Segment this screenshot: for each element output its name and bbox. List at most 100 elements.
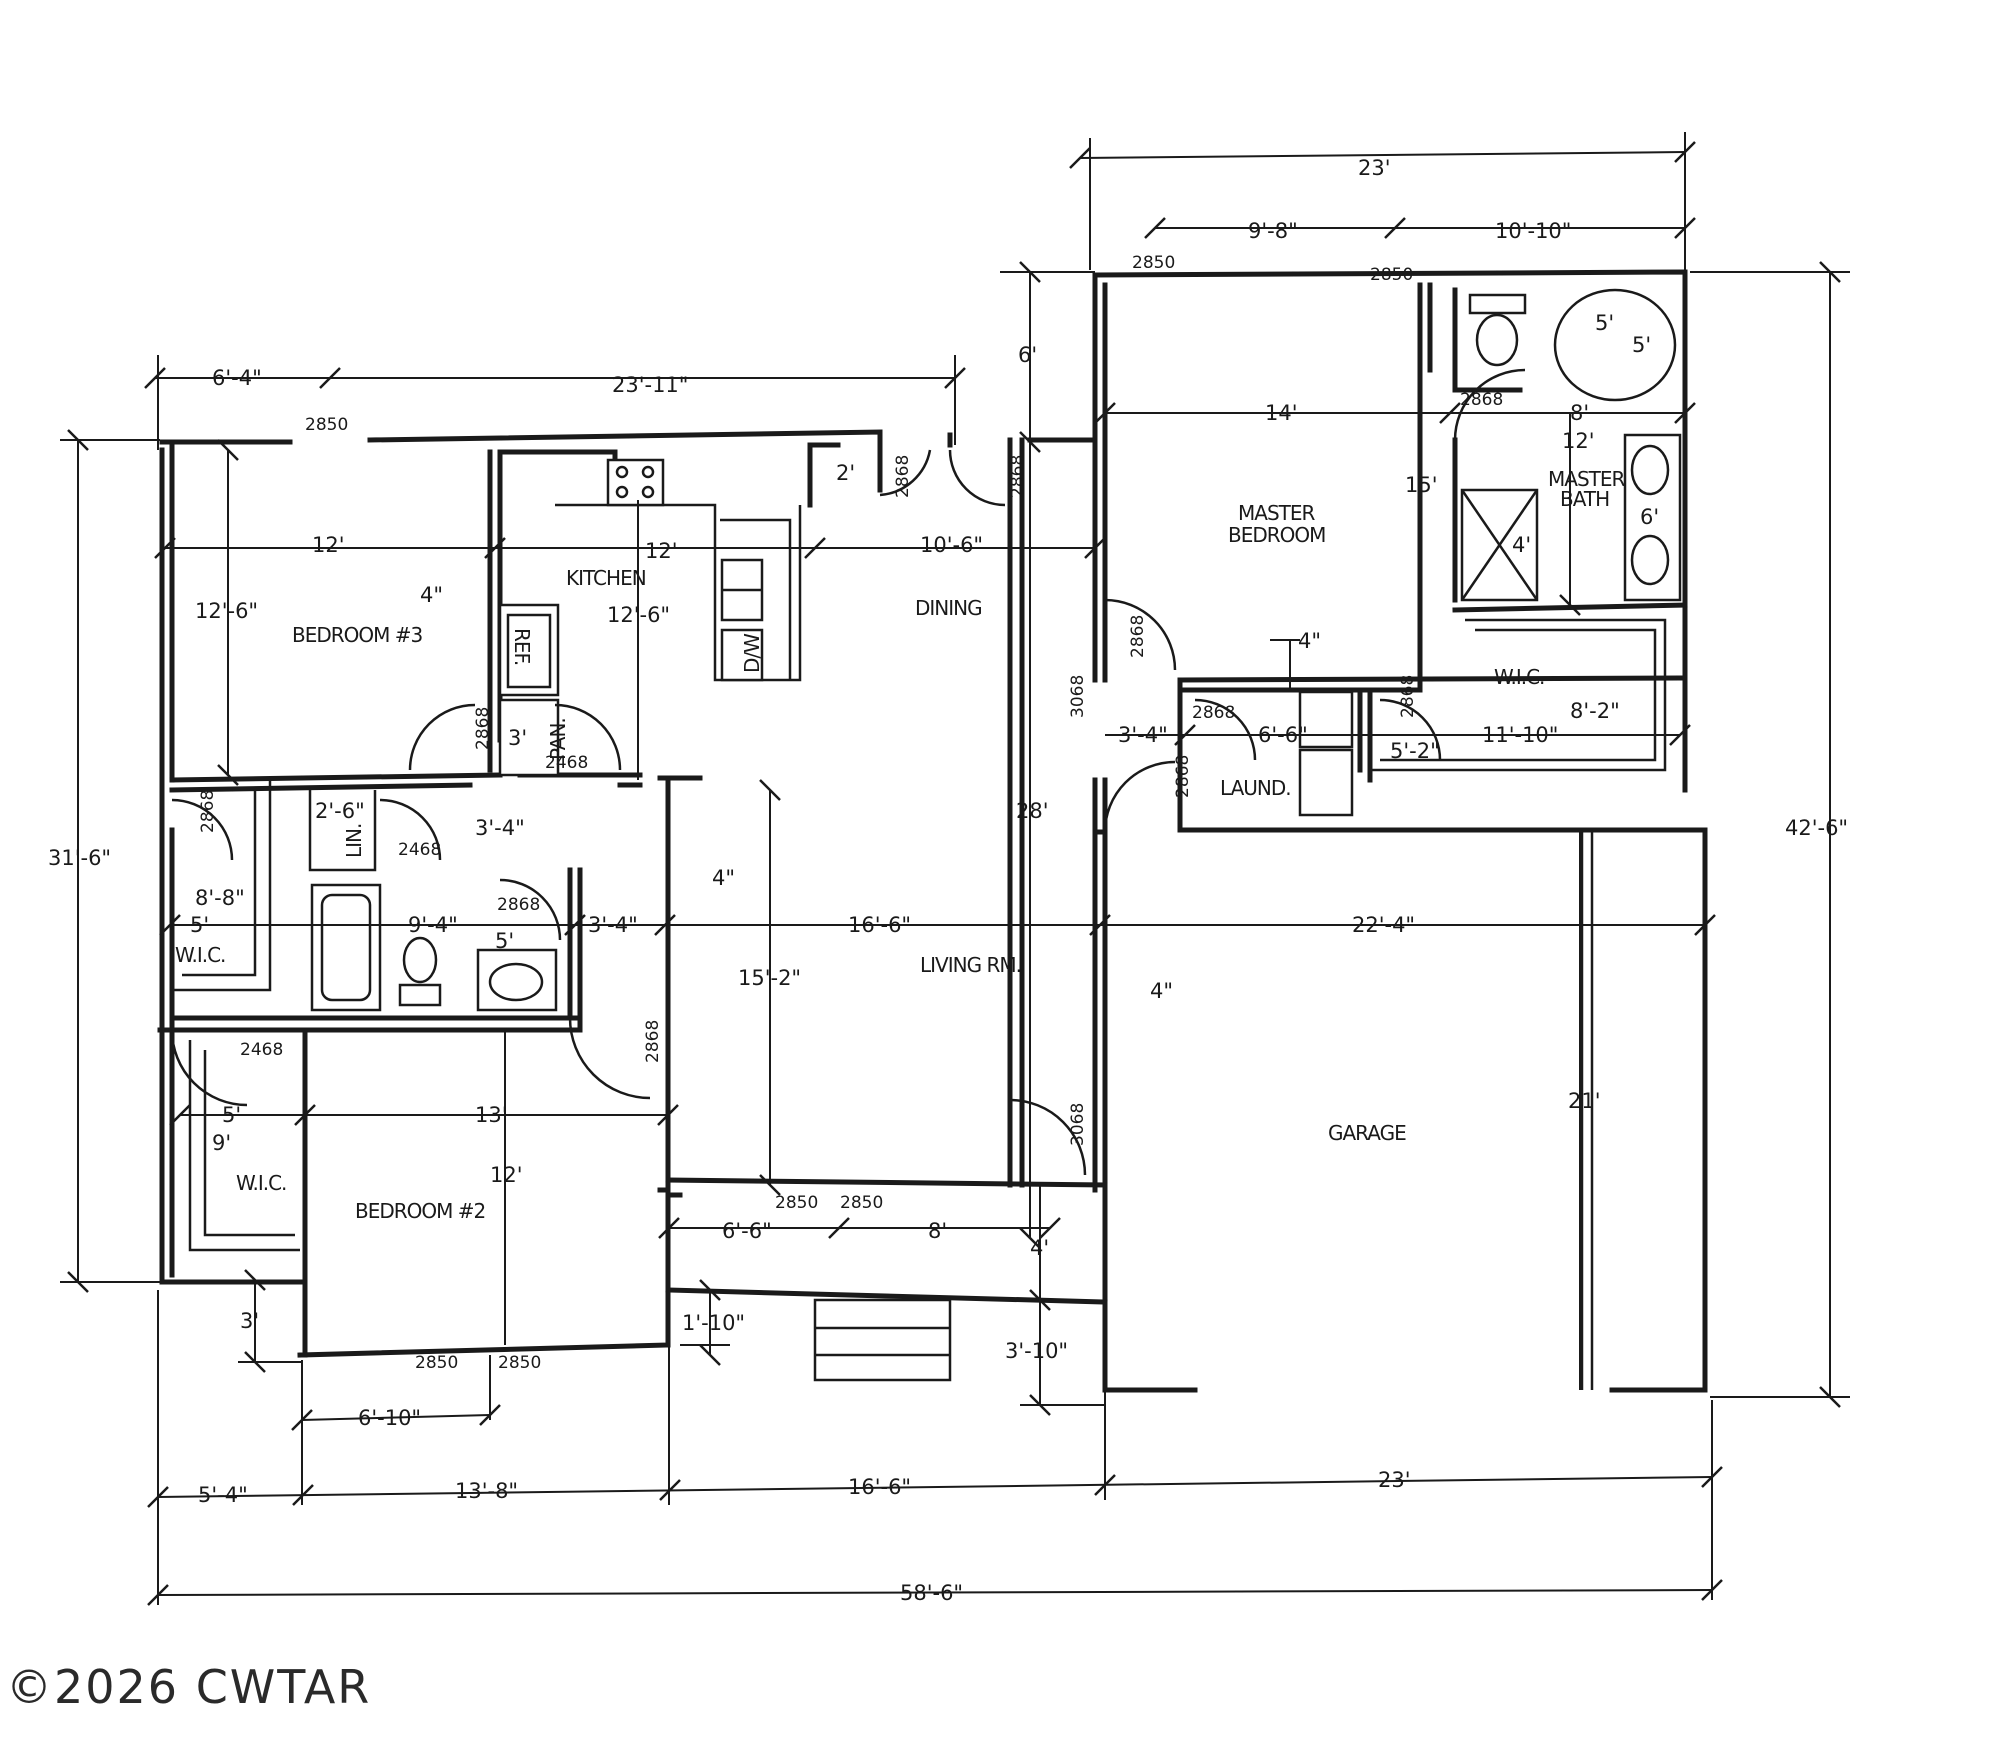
svg-text:2868: 2868 — [1398, 675, 1418, 718]
svg-text:14': 14' — [1265, 401, 1298, 425]
svg-text:2868: 2868 — [1008, 455, 1028, 498]
svg-text:2868: 2868 — [1128, 615, 1148, 658]
svg-text:5': 5' — [495, 929, 514, 953]
svg-text:22'-4": 22'-4" — [1352, 913, 1415, 937]
pantry-icon — [498, 698, 560, 777]
svg-text:2868: 2868 — [893, 455, 913, 498]
svg-text:8': 8' — [1570, 401, 1589, 425]
svg-text:3': 3' — [240, 1309, 259, 1333]
dimension-labels: 6'-4" 23'-11" 23' 9'-8" 10'-10" 31'-6" 4… — [48, 156, 1848, 1605]
svg-text:2868: 2868 — [1173, 755, 1193, 798]
label-wic2: W.I.C. — [236, 1171, 286, 1195]
svg-text:5': 5' — [190, 913, 209, 937]
refrigerator-icon — [498, 603, 560, 697]
svg-text:2'-6": 2'-6" — [315, 799, 365, 823]
svg-text:5': 5' — [1632, 333, 1651, 357]
svg-text:6': 6' — [1018, 343, 1037, 367]
label-dining: DINING — [915, 596, 982, 620]
label-pantry: PAN. — [546, 718, 570, 760]
stove-icon — [606, 458, 665, 507]
label-master-wic: W.I.C. — [1494, 665, 1544, 689]
svg-text:15': 15' — [1405, 473, 1438, 497]
svg-text:3'-4": 3'-4" — [588, 913, 638, 937]
svg-text:2850: 2850 — [305, 415, 348, 435]
svg-text:4": 4" — [1298, 629, 1321, 653]
svg-text:12': 12' — [1562, 429, 1595, 453]
svg-text:16'-6": 16'-6" — [848, 913, 911, 937]
label-master-bath-line2: BATH — [1560, 487, 1609, 511]
svg-text:10'-6": 10'-6" — [920, 533, 983, 557]
svg-text:4": 4" — [712, 866, 735, 890]
label-bedroom3: BEDROOM #3 — [292, 623, 423, 647]
svg-text:2850: 2850 — [498, 1353, 541, 1373]
svg-text:11'-10": 11'-10" — [1482, 723, 1558, 747]
svg-text:15'-2": 15'-2" — [738, 966, 801, 990]
svg-text:12'-6": 12'-6" — [195, 599, 258, 623]
svg-text:42'-6": 42'-6" — [1785, 816, 1848, 840]
svg-text:16'-6": 16'-6" — [848, 1475, 911, 1499]
label-linen: LIN. — [342, 824, 366, 858]
svg-text:4': 4' — [1030, 1236, 1049, 1260]
svg-text:1'-10": 1'-10" — [682, 1311, 745, 1335]
svg-text:6'-6": 6'-6" — [722, 1219, 772, 1243]
washer-icon — [1298, 748, 1354, 817]
label-master-bedroom-line1: MASTER — [1238, 501, 1315, 525]
bathtub-icon — [310, 883, 382, 1012]
svg-text:3068: 3068 — [1068, 675, 1088, 718]
svg-text:6': 6' — [1640, 505, 1659, 529]
label-dishwasher: D/W — [740, 633, 764, 673]
svg-text:8'-8": 8'-8" — [195, 886, 245, 910]
svg-text:12': 12' — [490, 1163, 523, 1187]
svg-text:2868: 2868 — [643, 1020, 663, 1063]
svg-text:8'-2": 8'-2" — [1570, 699, 1620, 723]
dimension-lines — [60, 132, 1850, 1606]
svg-text:2468: 2468 — [398, 840, 441, 860]
soaking-tub-icon — [1553, 288, 1677, 402]
svg-text:3068: 3068 — [1068, 1103, 1088, 1146]
svg-text:21': 21' — [1568, 1089, 1601, 1113]
svg-text:3'-4": 3'-4" — [475, 816, 525, 840]
svg-text:2850: 2850 — [1132, 253, 1175, 273]
svg-text:5': 5' — [1595, 311, 1614, 335]
door-window-codes: 2850 2850 2850 2868 2868 2868 2868 2868 … — [198, 253, 1503, 1373]
svg-text:31'-6": 31'-6" — [48, 846, 111, 870]
label-master-bath-line1: MASTER — [1548, 467, 1625, 491]
toilet-icon — [402, 936, 438, 984]
svg-text:2868: 2868 — [1460, 390, 1503, 410]
kitchen-fixtures — [498, 458, 802, 777]
svg-text:2868: 2868 — [198, 790, 218, 833]
svg-text:6'-10": 6'-10" — [358, 1406, 421, 1430]
svg-text:4": 4" — [1150, 979, 1173, 1003]
svg-text:4': 4' — [1512, 533, 1531, 557]
label-living: LIVING RM. — [920, 953, 1021, 977]
svg-text:12': 12' — [312, 533, 345, 557]
svg-text:2468: 2468 — [545, 753, 588, 773]
label-laundry: LAUND. — [1220, 776, 1291, 800]
label-garage: GARAGE — [1328, 1121, 1406, 1145]
label-bedroom2: BEDROOM #2 — [355, 1199, 485, 1223]
master-toilet-tank-icon — [1468, 293, 1527, 315]
svg-text:23': 23' — [1358, 156, 1391, 180]
svg-text:2868: 2868 — [1192, 703, 1235, 723]
svg-text:12'-6": 12'-6" — [607, 603, 670, 627]
svg-text:6'-4": 6'-4" — [212, 366, 262, 390]
label-master-bedroom-line2: BEDROOM — [1228, 523, 1325, 547]
label-kitchen: KITCHEN — [566, 566, 646, 590]
svg-text:2850: 2850 — [775, 1193, 818, 1213]
svg-text:23': 23' — [1378, 1468, 1411, 1492]
svg-text:3'-10": 3'-10" — [1005, 1339, 1068, 1363]
svg-text:13'-8": 13'-8" — [455, 1479, 518, 1503]
svg-text:23'-11": 23'-11" — [612, 373, 688, 397]
svg-text:5': 5' — [222, 1103, 241, 1127]
svg-text:9'-4": 9'-4" — [408, 913, 458, 937]
svg-text:5'-4": 5'-4" — [198, 1483, 248, 1507]
svg-text:10'-10": 10'-10" — [1495, 219, 1571, 243]
svg-text:9': 9' — [212, 1131, 231, 1155]
svg-text:2850: 2850 — [415, 1353, 458, 1373]
svg-text:2': 2' — [836, 461, 855, 485]
hall-bath-fixtures — [310, 883, 558, 1012]
interior-dimension-lines — [154, 402, 1716, 1390]
svg-text:2868: 2868 — [473, 707, 493, 750]
svg-text:5'-2": 5'-2" — [1390, 739, 1440, 763]
